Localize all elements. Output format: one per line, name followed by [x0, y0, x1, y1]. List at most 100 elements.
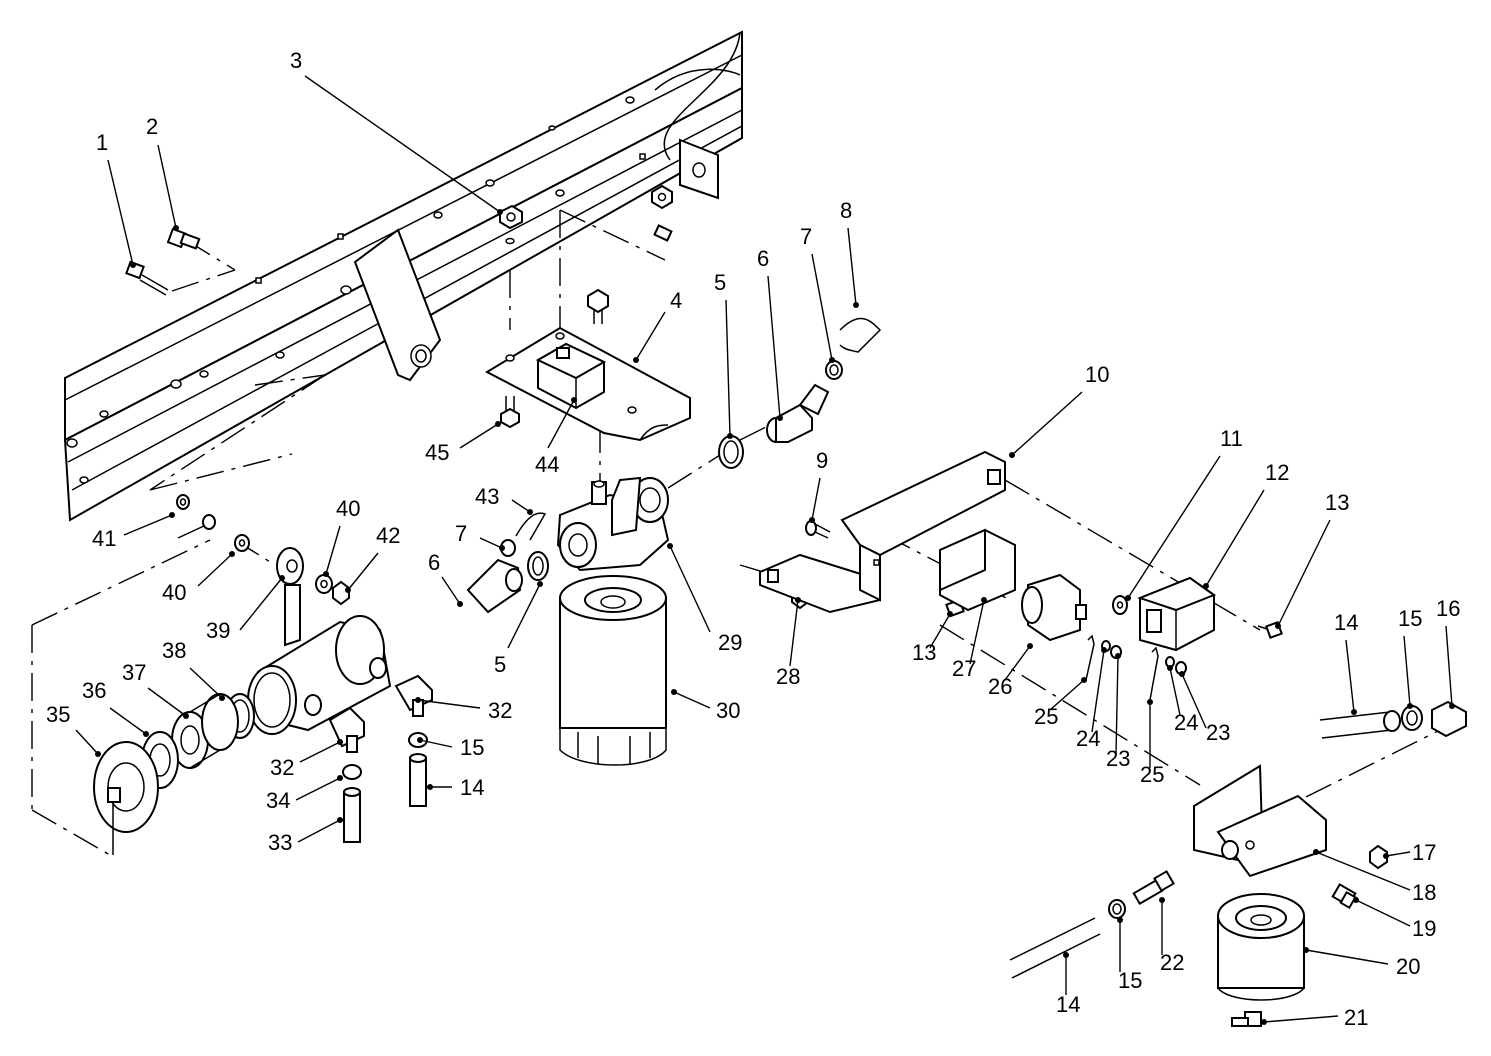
- leader-dot-c27: [981, 597, 987, 603]
- callout-label-c2: 2: [146, 114, 158, 139]
- leader-dot-c32b: [337, 739, 343, 745]
- leader-c33: [297, 819, 341, 843]
- callout-label-c15c: 15: [1118, 968, 1142, 993]
- callout-label-c10: 10: [1085, 362, 1109, 387]
- bolt-9: [805, 520, 831, 539]
- leader-c12: [1205, 489, 1265, 587]
- leader-dot-c1: [130, 262, 136, 268]
- leader-dot-c14b: [1351, 709, 1357, 715]
- callout-label-c9: 9: [816, 448, 828, 473]
- leader-c44: [547, 399, 575, 449]
- long-bolt: [177, 514, 216, 539]
- leader-c1: [107, 159, 134, 266]
- leader-dot-c23b: [1179, 671, 1185, 677]
- leader-dot-c6a: [777, 415, 783, 421]
- callout-label-c4: 4: [670, 288, 682, 313]
- leader-dot-c40b: [229, 551, 235, 557]
- callout-label-c20: 20: [1396, 954, 1420, 979]
- filter-20: [1217, 893, 1305, 1001]
- leader-c39: [239, 577, 283, 631]
- leader-c13b: [929, 613, 951, 649]
- callout-label-c14a: 14: [460, 775, 484, 800]
- leader-dot-c43: [527, 509, 533, 515]
- leader-c3: [304, 75, 501, 213]
- leader-dot-c26: [1027, 643, 1033, 649]
- leader-c37: [147, 687, 187, 717]
- leader-c30: [673, 691, 711, 709]
- leader-dot-c15a: [417, 737, 423, 743]
- leader-dot-c44: [571, 397, 577, 403]
- leader-dot-c34: [337, 775, 343, 781]
- leader-dot-c5b: [537, 581, 543, 587]
- callout-label-c24b: 24: [1174, 710, 1198, 735]
- leader-dot-c8: [853, 302, 859, 308]
- nut-3: [499, 204, 523, 245]
- leader-dot-c37: [183, 713, 189, 719]
- cover-35: [93, 741, 159, 855]
- fasteners: [125, 184, 1388, 1027]
- leader-dot-c20: [1303, 947, 1309, 953]
- callout-label-c45: 45: [425, 440, 449, 465]
- callout-label-c18: 18: [1412, 880, 1436, 905]
- callout-label-c17: 17: [1412, 840, 1436, 865]
- callout-label-c8: 8: [840, 198, 852, 223]
- leader-c24a: [1091, 649, 1105, 733]
- callout-label-c37: 37: [122, 660, 146, 685]
- callout-label-c13a: 13: [1325, 490, 1349, 515]
- leader-c40b: [197, 553, 233, 587]
- clamp-34: [342, 764, 362, 780]
- leader-c32a: [417, 699, 481, 709]
- callout-label-c3: 3: [290, 48, 302, 73]
- leader-c43: [511, 499, 531, 513]
- callout-label-c28: 28: [776, 664, 800, 689]
- hose-43: [515, 512, 547, 541]
- fitting-6-right: [766, 383, 830, 443]
- leader-c6b: [441, 576, 461, 605]
- leader-dot-c24a: [1101, 647, 1107, 653]
- callout-label-c27: 27: [952, 656, 976, 681]
- leader-c29: [669, 545, 711, 633]
- leader-c6a: [767, 275, 781, 419]
- leader-c40a: [325, 525, 341, 575]
- leader-c21: [1263, 1015, 1339, 1023]
- leader-dot-c24b: [1167, 665, 1173, 671]
- callout-label-c12: 12: [1265, 460, 1289, 485]
- leader-c24b: [1169, 667, 1181, 716]
- leader-c35: [75, 729, 99, 755]
- nut-42: [332, 580, 350, 606]
- leader-dot-c21: [1261, 1019, 1267, 1025]
- leader-dot-c29: [667, 543, 673, 549]
- leader-dot-c28: [795, 597, 801, 603]
- callout-label-c35: 35: [46, 702, 70, 727]
- leader-dot-c38: [219, 695, 225, 701]
- leader-dot-c33: [337, 817, 343, 823]
- leader-dot-c5a: [727, 433, 733, 439]
- leader-c23b: [1181, 673, 1207, 729]
- bolt-2: [166, 227, 201, 250]
- filter-30: [559, 575, 667, 766]
- callout-label-c6b: 6: [428, 550, 440, 575]
- callout-label-c26: 26: [988, 674, 1012, 699]
- leader-c27: [969, 599, 985, 665]
- leader-dot-c9: [809, 517, 815, 523]
- oring-5-left: [527, 551, 549, 581]
- nut-17: [1369, 844, 1388, 870]
- leader-dot-c41: [169, 512, 175, 518]
- hose-33: [343, 791, 361, 843]
- callout-label-c32b: 32: [270, 755, 294, 780]
- leader-c2: [157, 144, 177, 229]
- leader-dot-c32a: [415, 697, 421, 703]
- hose-14-mid: [409, 757, 427, 807]
- leader-c42: [347, 552, 379, 591]
- callout-label-c41: 41: [92, 526, 116, 551]
- hose-14-right: [1319, 710, 1401, 739]
- leader-c8: [847, 227, 857, 306]
- bolt-45: [500, 396, 520, 429]
- leader-c15a: [419, 739, 453, 748]
- callout-label-c23a: 23: [1106, 746, 1130, 771]
- callout-label-c14c: 14: [1056, 992, 1080, 1017]
- drain-21: [1231, 1011, 1262, 1027]
- callout-label-c14b: 14: [1334, 610, 1358, 635]
